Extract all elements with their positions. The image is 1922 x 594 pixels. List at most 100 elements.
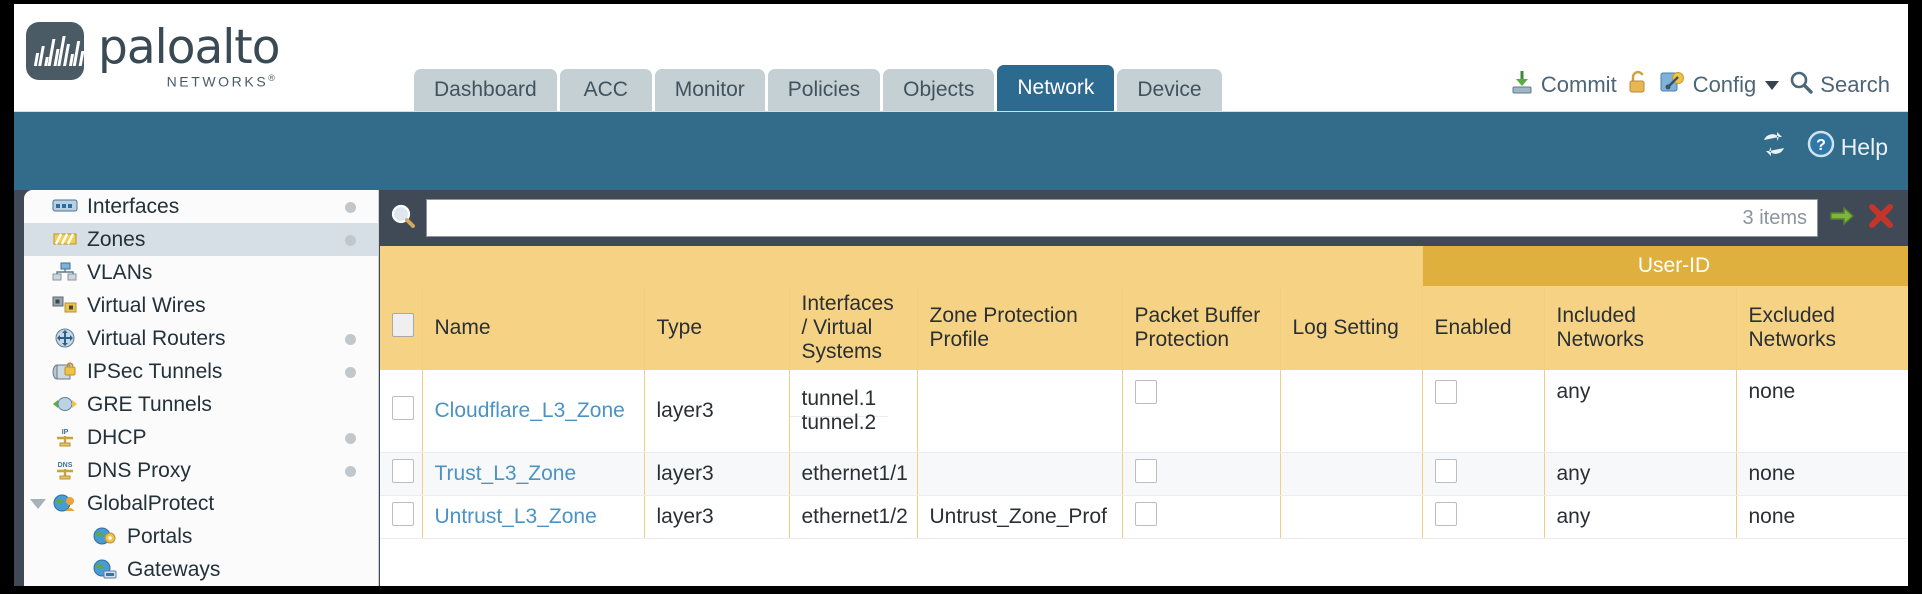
select-all-header (380, 286, 423, 370)
sidebar-item-virtual-wires[interactable]: Virtual Wires (24, 289, 378, 322)
sidebar-item-globalprotect[interactable]: GlobalProtect (24, 487, 378, 520)
brand-logo: paloalto NETWORKS® (26, 22, 280, 90)
tab-monitor[interactable]: Monitor (654, 69, 765, 111)
packet-buffer-protection-checkbox[interactable] (1134, 501, 1157, 526)
lock-icon[interactable] (1626, 69, 1650, 101)
table-row[interactable]: Untrust_L3_Zone layer3 ethernet1/2 Untru… (380, 495, 1908, 539)
sidebar-item-dhcp[interactable]: IP DHCP (24, 421, 378, 454)
help-button[interactable]: ? Help (1807, 130, 1888, 164)
header-toolbar: Commit Config (1509, 69, 1890, 101)
config-label: Config (1692, 72, 1757, 97)
cell-zone-protection-profile (917, 370, 1123, 453)
cell-excluded-networks: none (1736, 452, 1908, 496)
cell-type: layer3 (644, 495, 790, 539)
tab-network[interactable]: Network (997, 65, 1115, 111)
commit-button[interactable]: Commit (1509, 69, 1617, 101)
table-header-row: Name Type Interfaces / Virtual Systems Z… (380, 286, 1908, 370)
content-panel: 3 items (380, 190, 1908, 586)
vlans-icon (52, 262, 78, 284)
top-bar: paloalto NETWORKS® Dashboard ACC Monitor… (14, 4, 1908, 112)
row-checkbox[interactable] (392, 395, 414, 420)
column-header-excluded-networks[interactable]: Excluded Networks (1736, 286, 1908, 370)
table-row[interactable]: Cloudflare_L3_Zone layer3 tunnel.1 tunne… (380, 370, 1908, 453)
interface-entry: ethernet1/1 (801, 461, 908, 485)
body-area: Interfaces Zones VLANs Vir (14, 190, 1908, 586)
chevron-down-icon (1765, 80, 1780, 90)
cell-zone-name: Trust_L3_Zone (422, 452, 645, 496)
cell-zone-protection-profile: Untrust_Zone_Prof (917, 495, 1123, 539)
sidebar-item-zones[interactable]: Zones (24, 223, 378, 256)
userid-enabled-checkbox[interactable] (1434, 501, 1457, 526)
apply-filter-button[interactable] (1827, 203, 1857, 233)
filter-bar: 3 items (380, 190, 1908, 246)
virtual-wires-icon (52, 295, 78, 317)
interface-entry: tunnel.2 (801, 410, 877, 434)
select-all-checkbox[interactable] (392, 313, 414, 337)
brand-subtitle: NETWORKS® (166, 73, 278, 90)
refresh-icon[interactable] (1759, 131, 1789, 163)
column-header-packet-buffer-protection[interactable]: Packet Buffer Protection (1122, 286, 1281, 370)
clear-x-icon (1867, 202, 1895, 235)
clear-filter-button[interactable] (1866, 203, 1896, 233)
search-button[interactable]: Search (1788, 69, 1890, 101)
chevron-down-icon[interactable] (30, 499, 46, 509)
status-dot (345, 235, 356, 246)
tab-acc[interactable]: ACC (559, 69, 652, 111)
packet-buffer-protection-checkbox[interactable] (1134, 458, 1157, 483)
tab-objects[interactable]: Objects (883, 69, 995, 111)
app-window: paloalto NETWORKS® Dashboard ACC Monitor… (14, 4, 1908, 586)
sidebar-item-gateways[interactable]: Gateways (24, 553, 378, 586)
row-checkbox[interactable] (392, 458, 414, 483)
zone-link[interactable]: Trust_L3_Zone (434, 461, 577, 485)
table-row[interactable]: Trust_L3_Zone layer3 ethernet1/1 (380, 452, 1908, 496)
tab-policies[interactable]: Policies (767, 69, 881, 111)
sidebar-nav: Interfaces Zones VLANs Vir (24, 190, 379, 586)
tab-dashboard[interactable]: Dashboard (414, 69, 557, 111)
column-header-included-networks[interactable]: Included Networks (1544, 286, 1737, 370)
cell-zone-name: Untrust_L3_Zone (422, 495, 645, 539)
gateways-icon (92, 559, 118, 581)
userid-enabled-checkbox[interactable] (1434, 458, 1457, 483)
dhcp-icon: IP (52, 427, 78, 449)
sidebar-item-virtual-routers[interactable]: Virtual Routers (24, 322, 378, 355)
cell-included-networks: any (1544, 452, 1737, 496)
sidebar-item-portals[interactable]: Portals (24, 520, 378, 553)
column-header-zone-protection-profile[interactable]: Zone Protection Profile (917, 286, 1123, 370)
sidebar-item-label: VLANs (87, 260, 153, 284)
column-header-log-setting[interactable]: Log Setting (1280, 286, 1423, 370)
zone-link[interactable]: Untrust_L3_Zone (434, 504, 597, 528)
row-checkbox[interactable] (392, 501, 414, 526)
column-header-type[interactable]: Type (644, 286, 790, 370)
cell-type: layer3 (644, 452, 790, 496)
column-header-name[interactable]: Name (422, 286, 645, 370)
userid-enabled-checkbox[interactable] (1434, 380, 1457, 404)
sidebar-item-label: GlobalProtect (87, 491, 215, 515)
interface-entry: tunnel.1 (789, 380, 889, 417)
sidebar-item-label: Portals (127, 524, 193, 548)
apply-arrow-icon (1828, 202, 1856, 235)
tab-device[interactable]: Device (1117, 69, 1222, 111)
sidebar-item-gre-tunnels[interactable]: GRE Tunnels (24, 388, 378, 421)
column-header-interfaces-virtual-systems[interactable]: Interfaces / Virtual Systems (789, 286, 918, 370)
zone-link[interactable]: Cloudflare_L3_Zone (434, 398, 625, 422)
config-menu[interactable]: Config (1659, 69, 1780, 101)
sidebar-item-vlans[interactable]: VLANs (24, 256, 378, 289)
gre-tunnels-icon (52, 394, 78, 416)
config-wrench-icon (1659, 69, 1687, 101)
cell-interfaces: tunnel.1 tunnel.2 (789, 370, 918, 453)
cell-included-networks: any (1544, 495, 1737, 539)
column-header-enabled[interactable]: Enabled (1422, 286, 1545, 370)
sidebar-item-label: IPSec Tunnels (87, 359, 223, 383)
sidebar-item-dns-proxy[interactable]: DNS DNS Proxy (24, 454, 378, 487)
packet-buffer-protection-checkbox[interactable] (1134, 380, 1157, 404)
sidebar-item-label: Gateways (127, 557, 221, 581)
brand-name: paloalto (98, 20, 280, 75)
sidebar-item-ipsec-tunnels[interactable]: IPSec Tunnels (24, 355, 378, 388)
virtual-routers-icon (52, 328, 78, 350)
cell-userid-enabled (1422, 370, 1545, 453)
commit-label: Commit (1540, 72, 1617, 97)
cell-type: layer3 (644, 370, 790, 453)
search-input[interactable]: 3 items (426, 199, 1818, 237)
sidebar-item-interfaces[interactable]: Interfaces (24, 190, 378, 223)
sidebar-item-label: DNS Proxy (87, 458, 191, 482)
